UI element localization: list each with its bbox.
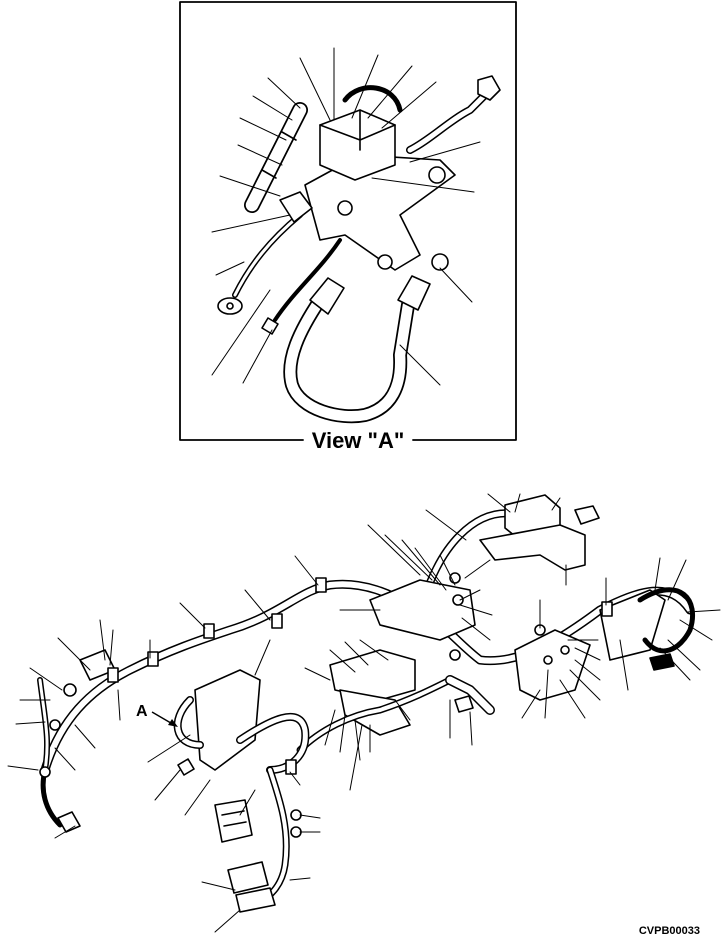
- view-a-detail: [179, 1, 517, 441]
- ring-terminal: [217, 297, 243, 315]
- drawing-code: CVPB00033: [639, 925, 700, 937]
- bracket-bolt: [428, 166, 446, 184]
- cable-clamp: [279, 191, 313, 223]
- relay-block: [319, 109, 396, 181]
- title-gap: [303, 428, 413, 453]
- bolt: [452, 594, 464, 606]
- relay-bracket: [514, 629, 591, 701]
- fuse-holder: [244, 102, 308, 213]
- ring-terminal-cable: [232, 212, 303, 298]
- battery-cable-loop: [283, 275, 431, 424]
- lower-connector: [214, 799, 253, 843]
- bracket-bolt: [337, 200, 353, 216]
- main-leaders: [7, 493, 721, 933]
- bracket-bolt: [377, 254, 393, 270]
- view-a-pointer-label: A: [136, 703, 148, 720]
- top-right-bracket: [479, 524, 586, 571]
- thin-wire: [273, 238, 342, 322]
- mid-bracket: [369, 579, 476, 641]
- left-end-harness: [37, 649, 116, 833]
- lower-vertical-harness: [214, 766, 302, 913]
- bracket-bolt: [431, 253, 449, 271]
- bolt: [449, 649, 461, 661]
- center-relay-box: [329, 649, 416, 701]
- upper-right-cable: [406, 75, 501, 154]
- main-trunk-harness: [40, 579, 695, 775]
- view-a-leaders: [211, 47, 481, 386]
- lower-connector-small: [227, 861, 269, 894]
- view-title: View "A": [312, 428, 405, 453]
- view-a-pointer: A: [136, 703, 178, 727]
- main-harness-assembly: [7, 493, 721, 933]
- right-loop-harness: [637, 587, 696, 654]
- battery-relay-bracket: [194, 669, 261, 771]
